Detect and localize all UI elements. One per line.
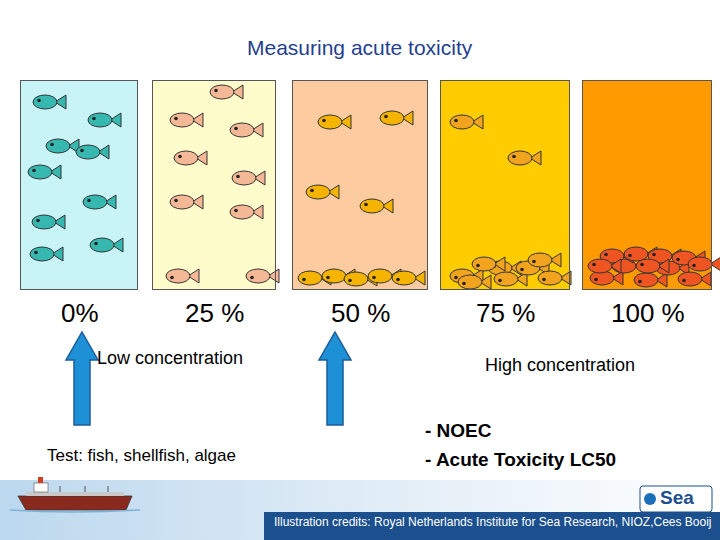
concentration-label: 25 %	[185, 299, 244, 329]
fish	[232, 171, 265, 185]
tank-fill	[152, 80, 276, 290]
logo-text: Sea	[660, 487, 694, 509]
fish	[76, 145, 109, 159]
fish	[210, 85, 243, 99]
fish	[88, 113, 121, 127]
tank-fill	[440, 80, 570, 290]
fish	[380, 111, 413, 125]
credit-strip	[264, 512, 720, 540]
note-text: Test: fish, shellfish, algae	[47, 446, 236, 466]
fish	[28, 165, 61, 179]
fish	[508, 151, 541, 165]
fish	[688, 257, 720, 271]
tank-fill	[292, 80, 428, 290]
logo-dot	[644, 493, 656, 505]
concentration-label: 0%	[61, 299, 99, 329]
tank-fill	[20, 80, 138, 290]
tank-fill	[582, 80, 712, 290]
fish	[246, 269, 279, 283]
fish	[588, 259, 621, 273]
test-tank: 100 %	[582, 80, 712, 290]
test-tank: 50 %	[292, 80, 428, 290]
up-arrow	[66, 332, 98, 425]
concentration-label: 100 %	[611, 299, 685, 329]
tank-fills	[20, 80, 712, 290]
fish	[174, 151, 207, 165]
concentration-label: 50 %	[331, 299, 390, 329]
test-tank: 75 %	[440, 80, 570, 290]
fish	[538, 271, 571, 285]
fish	[678, 272, 711, 286]
fish	[450, 115, 483, 129]
fish	[528, 253, 561, 267]
fish	[90, 238, 123, 252]
fish	[32, 215, 65, 229]
bullet-text: - Acute Toxicity LC50	[425, 449, 616, 471]
fish	[590, 271, 623, 285]
fish	[166, 269, 199, 283]
slide-title: Measuring acute toxicity	[247, 36, 472, 60]
range-label: Low concentration	[97, 348, 243, 369]
fish	[306, 185, 339, 199]
fish	[318, 115, 351, 129]
credit-text: Illustration credits: Royal Netherlands …	[274, 516, 712, 530]
concentration-label: 75 %	[476, 299, 535, 329]
fish	[230, 205, 263, 219]
logo-box	[640, 486, 712, 512]
ship	[10, 477, 140, 512]
test-tank: 0%	[20, 80, 138, 290]
fish	[170, 195, 203, 209]
fish	[472, 257, 505, 271]
fish	[458, 275, 491, 289]
fish	[230, 123, 263, 137]
fish	[392, 271, 425, 285]
fish	[30, 247, 63, 261]
fish	[46, 139, 79, 153]
fish	[170, 113, 203, 127]
fish	[83, 195, 116, 209]
fish	[33, 95, 66, 109]
fish	[634, 273, 667, 287]
fish	[636, 259, 669, 273]
bullet-text: - NOEC	[425, 420, 492, 442]
fish-group	[28, 85, 720, 289]
bottom-band	[0, 480, 720, 540]
test-tank: 25 %	[152, 80, 276, 290]
fish	[360, 199, 393, 213]
up-arrow	[319, 332, 351, 425]
range-label: High concentration	[485, 355, 635, 376]
